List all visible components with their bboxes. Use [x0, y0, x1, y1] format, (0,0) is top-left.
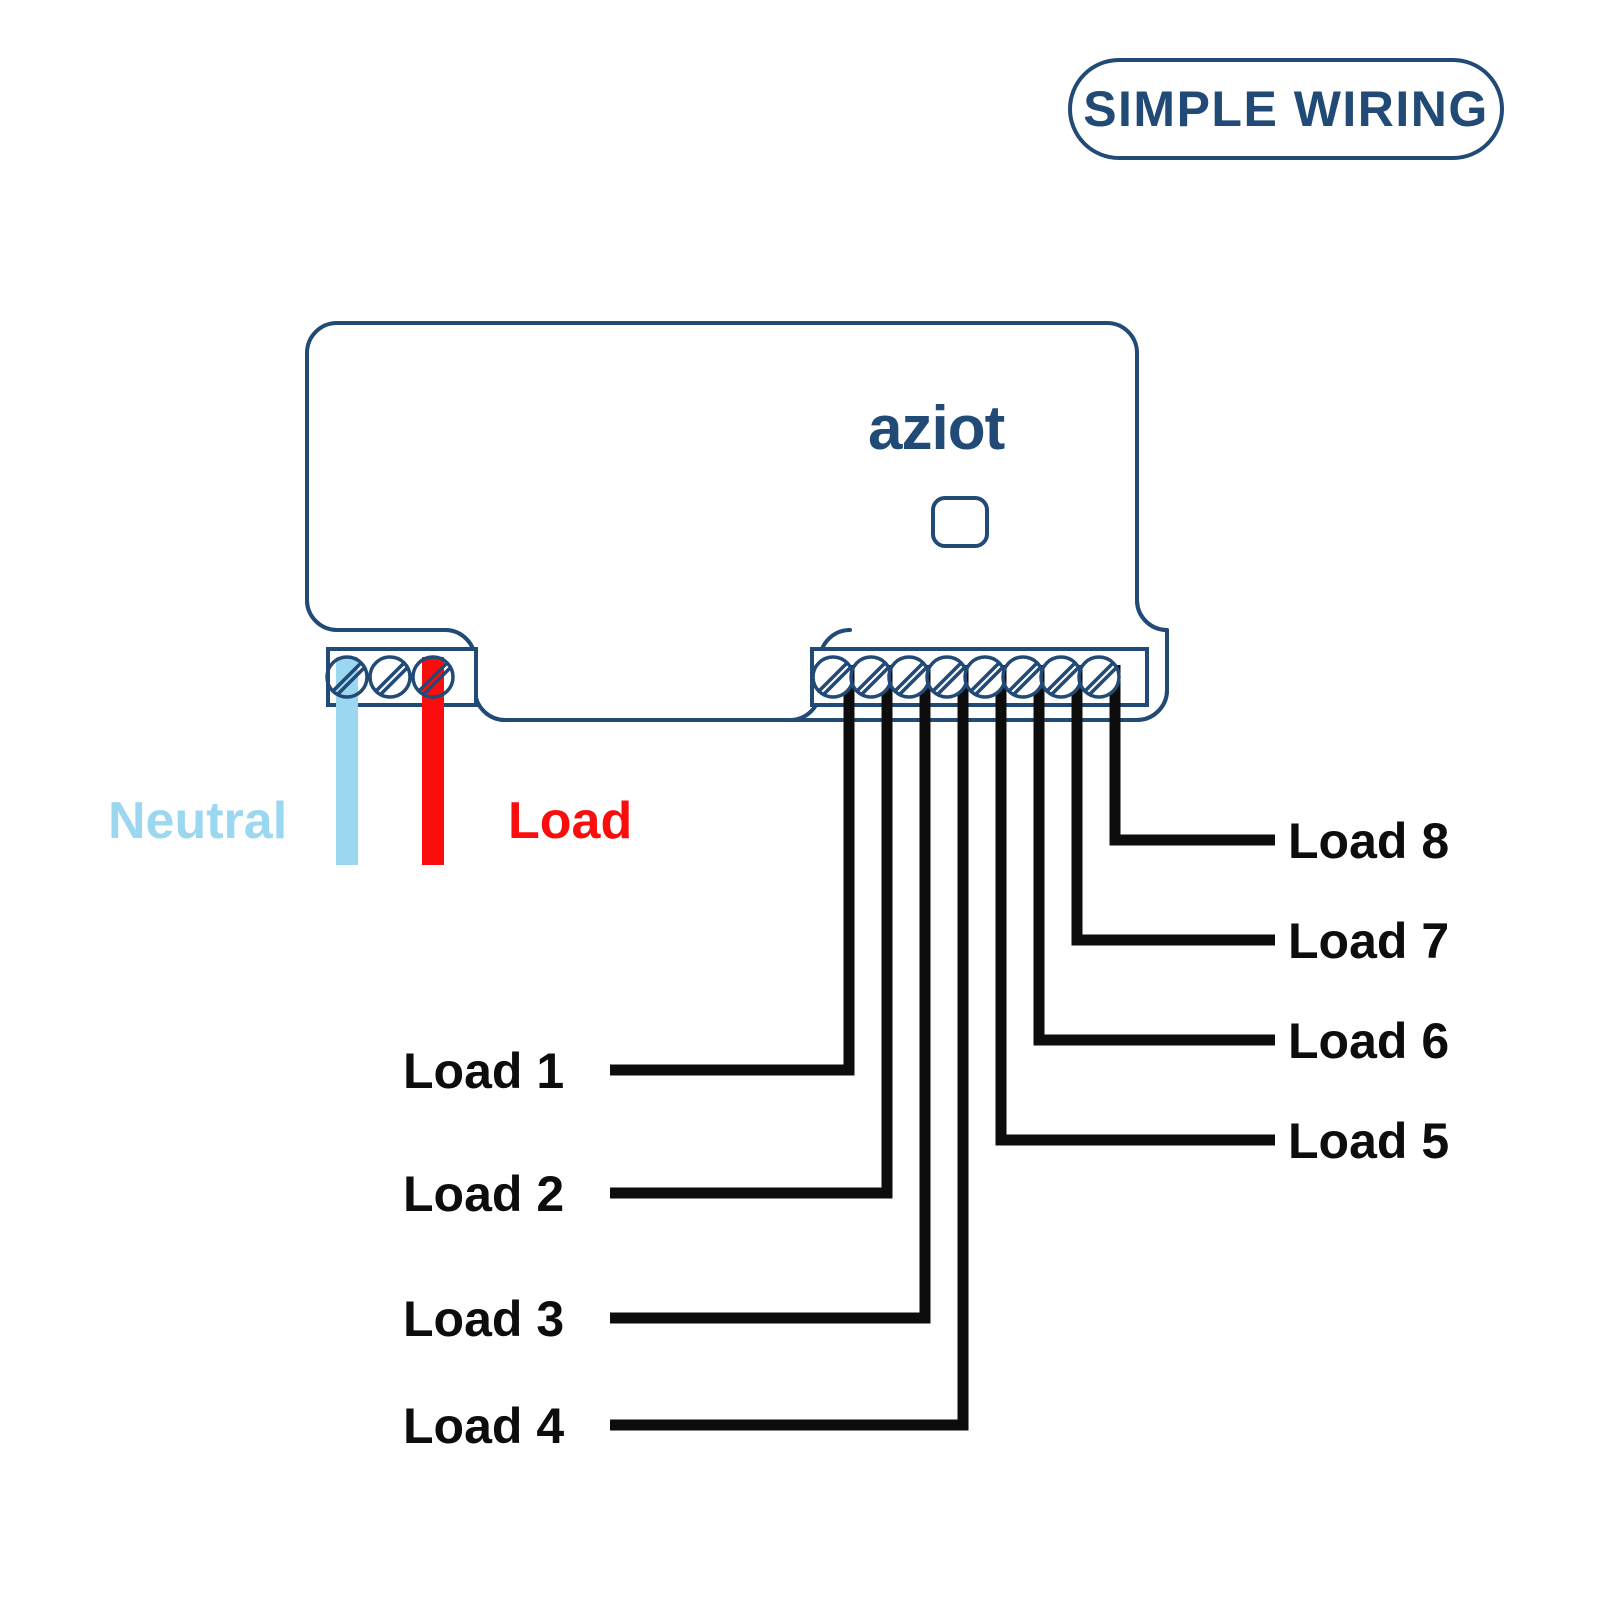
left-screw-terminals — [325, 655, 455, 699]
load-wire-2 — [610, 665, 893, 1199]
screw-terminal-8 — [1077, 655, 1121, 699]
load-wire-7 — [1071, 665, 1275, 946]
live-wire — [422, 657, 444, 865]
load-label-5: Load 5 — [1288, 1113, 1450, 1169]
screw-terminal-6 — [1001, 655, 1045, 699]
load-label-2: Load 2 — [403, 1166, 565, 1222]
load-label-1: Load 1 — [403, 1043, 565, 1099]
screw-terminal-7 — [1039, 655, 1083, 699]
load-label-7: Load 7 — [1288, 913, 1450, 969]
load-wire-6 — [1033, 665, 1275, 1046]
load-label-3: Load 3 — [403, 1291, 565, 1347]
load-wire-5 — [995, 665, 1275, 1146]
pairing-button[interactable] — [931, 496, 989, 548]
load-label-8: Load 8 — [1288, 813, 1450, 869]
neutral-wire — [336, 657, 358, 865]
neutral-label: Neutral — [108, 792, 288, 850]
simple-wiring-badge: SIMPLE WIRING — [1068, 58, 1504, 160]
live-load-label: Load — [508, 792, 633, 850]
screw-terminal-n — [325, 655, 369, 699]
right-screw-terminals — [811, 655, 1121, 699]
load-label-4: Load 4 — [403, 1398, 565, 1454]
screw-terminal-empty — [368, 655, 412, 699]
load-wire-3 — [610, 665, 931, 1324]
load-label-6: Load 6 — [1288, 1013, 1450, 1069]
load-wires — [610, 665, 1275, 1431]
load-wire-4 — [610, 665, 969, 1431]
load-wire-8 — [1109, 665, 1275, 846]
screw-terminal-1 — [811, 655, 855, 699]
screw-terminal-3 — [887, 655, 931, 699]
load-wire-1 — [610, 665, 855, 1076]
badge-label: SIMPLE WIRING — [1083, 81, 1489, 137]
aziot-logo: aziot — [868, 394, 1005, 463]
screw-terminal-l — [411, 655, 455, 699]
